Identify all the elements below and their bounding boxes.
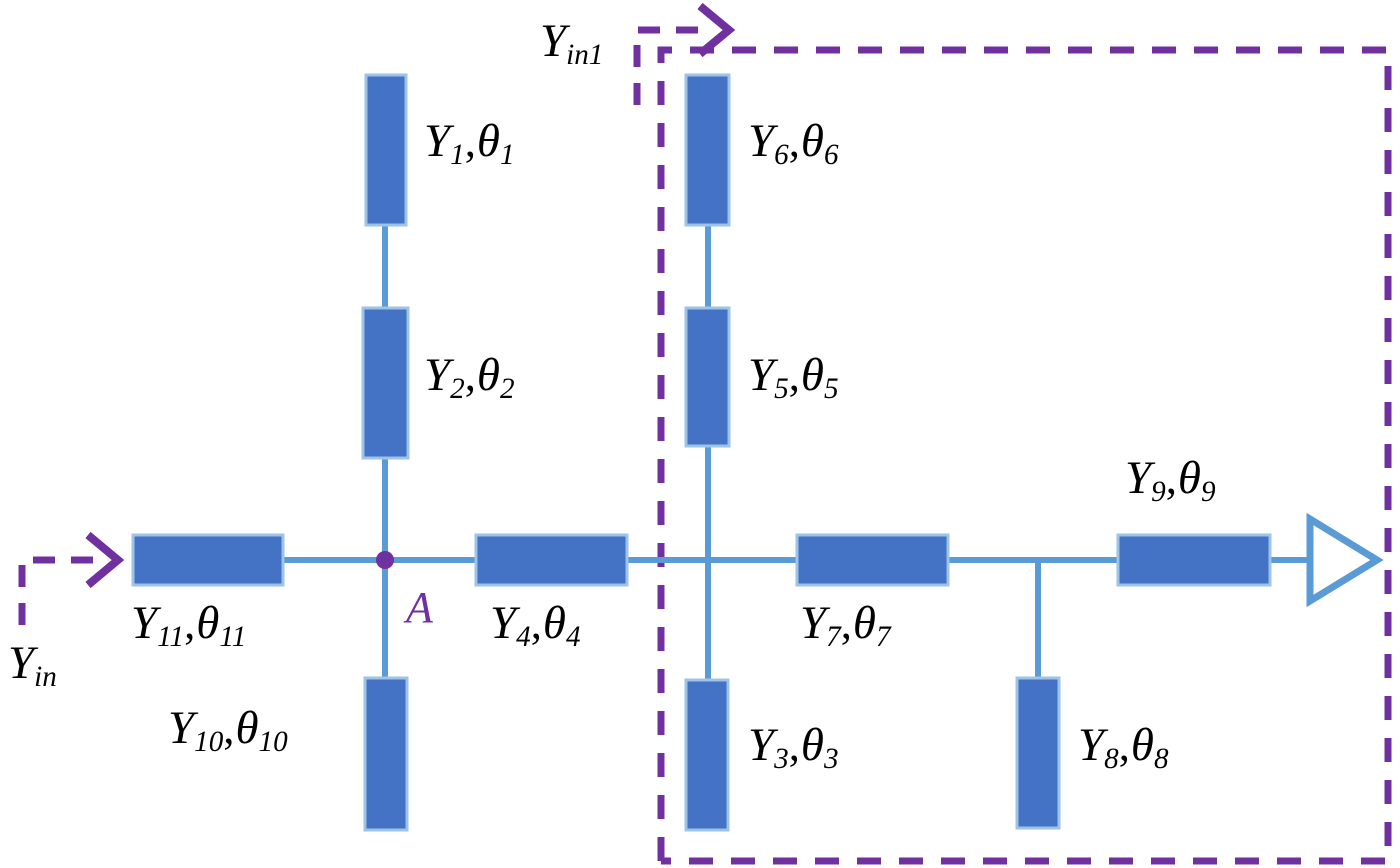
label-y-in-sub: in	[34, 661, 57, 694]
theta7-sub: 7	[875, 621, 891, 654]
label-y10-sub: 10	[194, 726, 224, 759]
theta11-sub: 11	[219, 621, 247, 654]
label-y1-comma: ,	[464, 116, 476, 166]
theta11-glyph: θ	[196, 597, 220, 649]
theta2-sub: 2	[499, 373, 515, 406]
section-rect-y3[interactable]	[684, 678, 730, 832]
label-y1-sub: 1	[450, 139, 465, 172]
theta7-glyph: θ	[852, 597, 876, 649]
label-y8-theta8: Y8,θ8	[1078, 722, 1169, 774]
theta10-sub: 10	[258, 726, 288, 759]
theta1-glyph: θ	[476, 115, 500, 167]
label-y-in1-base: Y	[540, 15, 567, 67]
theta6-glyph: θ	[800, 115, 824, 167]
label-y8-sub: 8	[1104, 743, 1119, 776]
label-y6-sub: 6	[774, 139, 789, 172]
label-y7-base: Y	[800, 597, 827, 649]
label-y11-sub: 11	[157, 621, 185, 654]
label-y5-theta5: Y5,θ5	[748, 352, 839, 404]
section-rect-y8[interactable]	[1015, 676, 1061, 830]
vertical-connectors	[382, 225, 1041, 682]
y-in1-port-arrow	[633, 2, 736, 105]
label-y5-comma: ,	[788, 350, 800, 400]
label-y4-theta4: Y4,θ4	[490, 600, 581, 652]
label-y2-sub: 2	[450, 373, 465, 406]
label-y10-comma: ,	[223, 703, 235, 753]
label-y6-comma: ,	[788, 116, 800, 166]
transmission-line-sections	[131, 73, 1272, 832]
section-rect-y9[interactable]	[1116, 533, 1272, 587]
label-node-a: A	[406, 586, 433, 630]
label-y-in1-sub: in1	[566, 39, 604, 72]
theta9-sub: 9	[1200, 476, 1216, 509]
label-y-in-base: Y	[8, 637, 35, 689]
label-y9-base: Y	[1125, 452, 1152, 504]
theta1-sub: 1	[499, 139, 515, 172]
label-y3-base: Y	[748, 719, 775, 771]
output-arrow	[1306, 512, 1384, 608]
label-y-in: Yin	[8, 640, 57, 692]
theta10-glyph: θ	[235, 702, 259, 754]
label-y8-comma: ,	[1118, 720, 1130, 770]
label-y10-base: Y	[168, 702, 195, 754]
label-y4-sub: 4	[516, 621, 531, 654]
section-rect-y5[interactable]	[684, 306, 731, 448]
label-y2-base: Y	[424, 349, 451, 401]
label-y6-theta6: Y6,θ6	[748, 118, 839, 170]
section-rect-y11[interactable]	[131, 533, 285, 587]
label-y5-sub: 5	[774, 373, 789, 406]
output-arrowhead-triangle	[1306, 512, 1384, 608]
label-y10-theta10: Y10,θ10	[168, 705, 288, 757]
theta6-sub: 6	[823, 139, 839, 172]
label-y2-theta2: Y2,θ2	[424, 352, 515, 404]
label-y6-base: Y	[748, 115, 775, 167]
section-rect-y10[interactable]	[363, 676, 409, 832]
junction-node-a-dot	[376, 551, 394, 569]
label-y3-theta3: Y3,θ3	[748, 722, 839, 774]
section-rect-y7[interactable]	[795, 533, 950, 587]
theta5-glyph: θ	[800, 349, 824, 401]
label-y4-base: Y	[490, 597, 517, 649]
theta8-glyph: θ	[1130, 719, 1154, 771]
label-y7-theta7: Y7,θ7	[800, 600, 891, 652]
label-y1-base: Y	[424, 115, 451, 167]
theta8-sub: 8	[1153, 743, 1169, 776]
label-y9-sub: 9	[1151, 476, 1166, 509]
theta5-sub: 5	[823, 373, 839, 406]
label-y3-sub: 3	[774, 743, 789, 776]
label-y4-comma: ,	[530, 598, 542, 648]
y-in-arrowhead	[85, 531, 125, 589]
y-in1-arrowhead	[697, 2, 736, 58]
label-y2-comma: ,	[464, 350, 476, 400]
label-y-in1: Yin1	[540, 18, 603, 70]
theta9-glyph: θ	[1177, 452, 1201, 504]
label-y11-comma: ,	[184, 598, 196, 648]
y-in-port-arrow	[18, 531, 125, 625]
section-rect-y2[interactable]	[361, 306, 410, 460]
theta3-sub: 3	[823, 743, 839, 776]
y-in-arrow-shaft	[18, 556, 100, 625]
label-y11-theta11: Y11,θ11	[131, 600, 246, 652]
label-y9-comma: ,	[1165, 453, 1177, 503]
theta3-glyph: θ	[800, 719, 824, 771]
label-y7-comma: ,	[840, 598, 852, 648]
section-rect-y6[interactable]	[684, 73, 731, 227]
theta2-glyph: θ	[476, 349, 500, 401]
theta4-sub: 4	[565, 621, 581, 654]
section-rect-y1[interactable]	[364, 73, 408, 227]
label-node-a-text: A	[406, 583, 433, 632]
label-y9-theta9: Y9,θ9	[1125, 455, 1216, 507]
label-y8-base: Y	[1078, 719, 1105, 771]
section-rect-y4[interactable]	[474, 533, 629, 587]
label-y11-base: Y	[131, 597, 158, 649]
label-y7-sub: 7	[826, 621, 841, 654]
theta4-glyph: θ	[542, 597, 566, 649]
label-y5-base: Y	[748, 349, 775, 401]
label-y1-theta1: Y1,θ1	[424, 118, 515, 170]
label-y3-comma: ,	[788, 720, 800, 770]
y-in1-arrow-shaft	[633, 26, 712, 105]
